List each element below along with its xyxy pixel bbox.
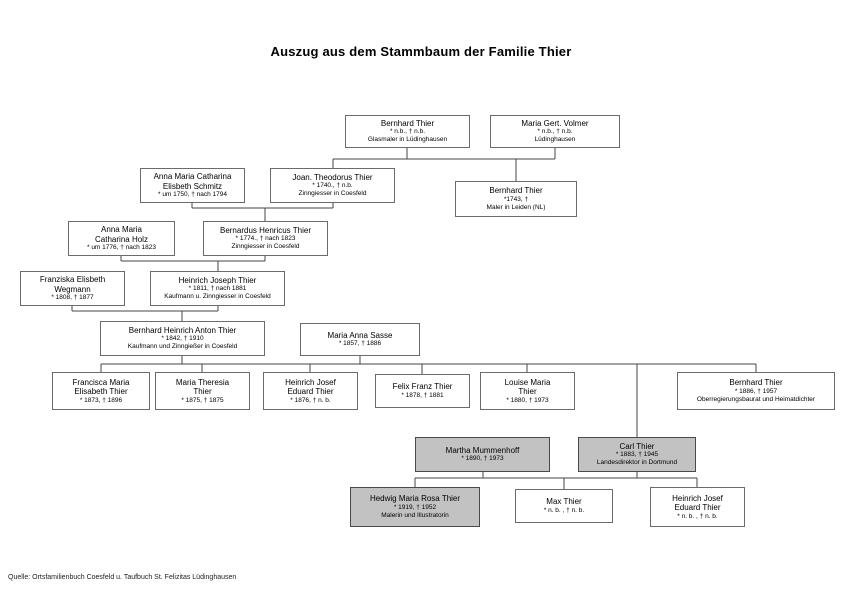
person-occupation: Kaufmann und Zinngießer in Coesfeld — [127, 343, 238, 351]
person-dates: * 1890, † 1973 — [461, 455, 504, 463]
person-dates: * n.b., † n.b. — [537, 128, 573, 136]
person-dates: * 1886, † 1957 — [734, 387, 778, 395]
person-name2: Eduard Thier — [287, 387, 334, 396]
person-occupation: Oberregierungsbaurat und Heimatdichter — [696, 395, 816, 403]
person-name2: Thier — [193, 387, 212, 396]
person-dates: * 1873, † 1896 — [79, 396, 123, 404]
person-occupation: Lüdinghausen — [534, 136, 576, 144]
person-name: Louise Maria — [504, 377, 551, 387]
person-dates: * 1883, † 1945 — [615, 451, 659, 459]
person-occupation: Zinngiesser in Coesfeld — [298, 190, 367, 198]
person-dates: * 1740., † n.b. — [312, 182, 353, 190]
person-box-maria-anna-sasse: Maria Anna Sasse * 1857, † 1886 — [300, 323, 420, 356]
person-dates: * n. b. , † n. b. — [677, 512, 718, 520]
person-name: Bernhard Thier — [489, 186, 543, 196]
person-name: Anna Maria Catharina — [153, 172, 232, 181]
person-box-hedwig-maria-rosa-thier: Hedwig Maria Rosa Thier * 1919, † 1952 M… — [350, 487, 480, 527]
person-name2: Elisabeth Thier — [74, 387, 128, 396]
person-box-heinrich-josef-eduard-thier-nb: Heinrich Josef Eduard Thier * n. b. , † … — [650, 487, 745, 527]
person-box-max-thier: Max Thier * n. b. , † n. b. — [515, 489, 613, 523]
person-name: Bernhard Thier — [380, 118, 435, 128]
person-name2: Thier — [518, 387, 537, 396]
person-box-martha-mummenhoff: Martha Mummenhoff * 1890, † 1973 — [415, 437, 550, 472]
person-occupation: Kaufmann u. Zinngiesser in Coesfeld — [164, 293, 271, 301]
person-name2: Wegmann — [54, 284, 91, 294]
person-dates: * n. b. , † n. b. — [543, 506, 585, 514]
person-name: Maria Gert. Volmer — [521, 118, 589, 128]
person-box-joan-theodorus-thier: Joan. Theodorus Thier * 1740., † n.b. Zi… — [270, 168, 395, 203]
person-name: Heinrich Joseph Thier — [178, 275, 257, 285]
person-dates: * 1811, † nach 1881 — [188, 285, 247, 293]
person-occupation: Landesdirektor in Dortmund — [596, 459, 678, 467]
person-name: Maria Anna Sasse — [327, 330, 393, 340]
person-name: Bernardus Henricus Thier — [219, 225, 311, 235]
person-occupation: Zinngiesser in Coesfeld — [231, 243, 300, 251]
person-name: Felix Franz Thier — [392, 382, 453, 392]
person-box-louise-maria-thier: Louise Maria Thier * 1880, † 1973 — [480, 372, 575, 410]
person-name2: Eduard Thier — [674, 503, 721, 512]
person-name: Martha Mummenhoff — [445, 445, 520, 455]
person-box-heinrich-josef-eduard-thier-1876: Heinrich Josef Eduard Thier * 1876, † n.… — [263, 372, 358, 410]
person-box-felix-franz-thier: Felix Franz Thier * 1878, † 1881 — [375, 374, 470, 408]
person-dates: * 1880, † 1973 — [506, 396, 549, 404]
person-occupation: Glasmaler in Lüdinghausen — [367, 136, 448, 144]
person-box-bernardus-henricus-thier: Bernardus Henricus Thier * 1774., † nach… — [203, 221, 328, 256]
person-box-anna-maria-catharina-holz: Anna Maria Catharina Holz * um 1776, † n… — [68, 221, 175, 256]
person-box-heinrich-joseph-thier: Heinrich Joseph Thier * 1811, † nach 188… — [150, 271, 285, 306]
person-box-bernhard-thier-sr: Bernhard Thier * n.b., † n.b. Glasmaler … — [345, 115, 470, 148]
person-name: Anna Maria — [101, 225, 142, 234]
person-name: Francisca Maria — [72, 377, 130, 387]
source-citation: Quelle: Ortsfamilienbuch Coesfeld u. Tau… — [8, 574, 237, 581]
person-name: Franziska Elisbeth — [39, 275, 106, 284]
person-dates: * 1857, † 1886 — [338, 340, 382, 348]
person-occupation: Malerin und Illustratorin — [381, 511, 449, 519]
person-box-bernhard-heinrich-anton-thier: Bernhard Heinrich Anton Thier * 1842, † … — [100, 321, 265, 356]
person-name: Maria Theresia — [175, 377, 230, 387]
person-name: Heinrich Josef — [285, 377, 336, 387]
person-dates: * 1919, † 1952 — [393, 503, 437, 511]
person-name: Bernhard Thier — [729, 378, 783, 388]
person-dates: * 1876, † n. b. — [290, 396, 331, 404]
person-name: Carl Thier — [619, 441, 655, 451]
person-box-franziska-elisbeth-wegmann: Franziska Elisbeth Wegmann * 1808, † 187… — [20, 271, 125, 306]
page-title: Auszug aus dem Stammbaum der Familie Thi… — [270, 44, 572, 59]
person-name2: Elisbeth Schmitz — [162, 181, 223, 191]
person-dates: *1743, † — [503, 195, 529, 203]
person-dates: * 1875, † 1875 — [181, 396, 224, 404]
person-dates: * n.b., † n.b. — [389, 128, 426, 136]
person-dates: * 1842, † 1910 — [161, 335, 204, 343]
person-box-bernhard-thier-1886: Bernhard Thier * 1886, † 1957 Oberregier… — [677, 372, 835, 410]
person-name: Hedwig Maria Rosa Thier — [369, 494, 461, 504]
person-dates: * 1878, † 1881 — [401, 391, 444, 399]
person-dates: * 1774., † nach 1823 — [235, 235, 296, 243]
person-name2: Catharina Holz — [95, 234, 148, 244]
person-box-bernhard-thier-1743: Bernhard Thier *1743, † Maler in Leiden … — [455, 181, 577, 217]
person-box-francisca-maria-elisabeth-thier: Francisca Maria Elisabeth Thier * 1873, … — [52, 372, 150, 410]
person-occupation: Maler in Leiden (NL) — [486, 203, 546, 211]
person-name: Max Thier — [546, 497, 582, 507]
person-box-carl-thier: Carl Thier * 1883, † 1945 Landesdirektor… — [578, 437, 696, 472]
person-dates: * um 1750, † nach 1794 — [157, 191, 228, 198]
person-box-maria-theresia-thier: Maria Theresia Thier * 1875, † 1875 — [155, 372, 250, 410]
person-name: Heinrich Josef — [672, 493, 723, 503]
person-box-maria-gert-volmer: Maria Gert. Volmer * n.b., † n.b. Lüding… — [490, 115, 620, 148]
person-name: Bernhard Heinrich Anton Thier — [128, 325, 237, 335]
person-dates: * 1808, † 1877 — [51, 294, 94, 301]
person-box-anna-maria-catharina-elisbeth-schmitz: Anna Maria Catharina Elisbeth Schmitz * … — [140, 168, 245, 203]
person-name: Joan. Theodorus Thier — [292, 172, 373, 182]
person-dates: * um 1776, † nach 1823 — [86, 244, 157, 251]
